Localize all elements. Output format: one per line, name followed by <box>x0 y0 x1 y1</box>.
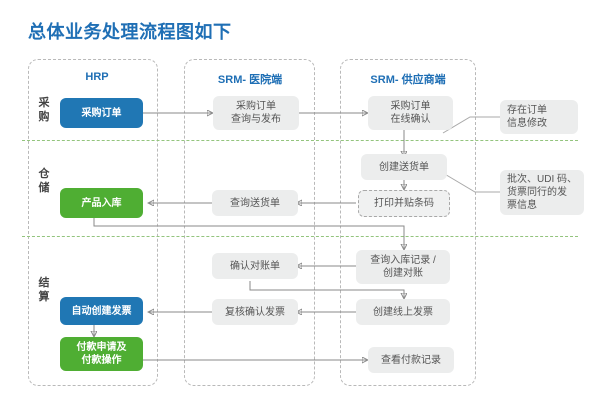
lane-title-hrp: HRP <box>85 71 109 83</box>
node-product-inbound[interactable]: 产品入库 <box>60 188 143 218</box>
node-query-inbound-record-create-reconciliation[interactable]: 查询入库记录 / 创建对账 <box>356 250 450 284</box>
lane-title-srm-supplier: SRM- 供应商端 <box>370 74 446 86</box>
row-label-purchase: 采购 <box>38 97 50 123</box>
node-confirm-statement[interactable]: 确认对账单 <box>212 253 298 279</box>
node-purchase-order-query-publish[interactable]: 采购订单 查询与发布 <box>213 96 299 130</box>
node-payment-request-and-operation[interactable]: 付款申请及 付款操作 <box>60 337 143 371</box>
node-purchase-order[interactable]: 采购订单 <box>60 98 143 128</box>
lane-title-srm-hospital: SRM- 医院端 <box>217 74 283 86</box>
node-print-and-stick-barcode[interactable]: 打印并贴条码 <box>358 190 450 217</box>
node-review-confirm-invoice[interactable]: 复核确认发票 <box>212 299 298 325</box>
row-label-settlement: 结算 <box>38 277 50 303</box>
note-order-info-modification: 存在订单 信息修改 <box>500 100 578 134</box>
node-purchase-order-online-confirm[interactable]: 采购订单 在线确认 <box>368 96 453 130</box>
node-create-delivery-note[interactable]: 创建送货单 <box>361 154 447 180</box>
node-query-delivery-note[interactable]: 查询送货单 <box>212 190 298 216</box>
node-view-payment-record[interactable]: 查看付款记录 <box>368 347 454 373</box>
node-auto-create-invoice[interactable]: 自动创建发票 <box>60 297 143 325</box>
row-divider-warehouse-settlement <box>22 236 578 237</box>
page-title: 总体业务处理流程图如下 <box>28 22 232 42</box>
row-label-warehouse: 仓储 <box>38 168 50 194</box>
row-divider-purchase-warehouse <box>22 140 578 141</box>
note-batch-udi-invoice-info: 批次、UDI 码、 货票同行的发 票信息 <box>500 170 584 215</box>
node-create-online-invoice[interactable]: 创建线上发票 <box>356 299 450 325</box>
